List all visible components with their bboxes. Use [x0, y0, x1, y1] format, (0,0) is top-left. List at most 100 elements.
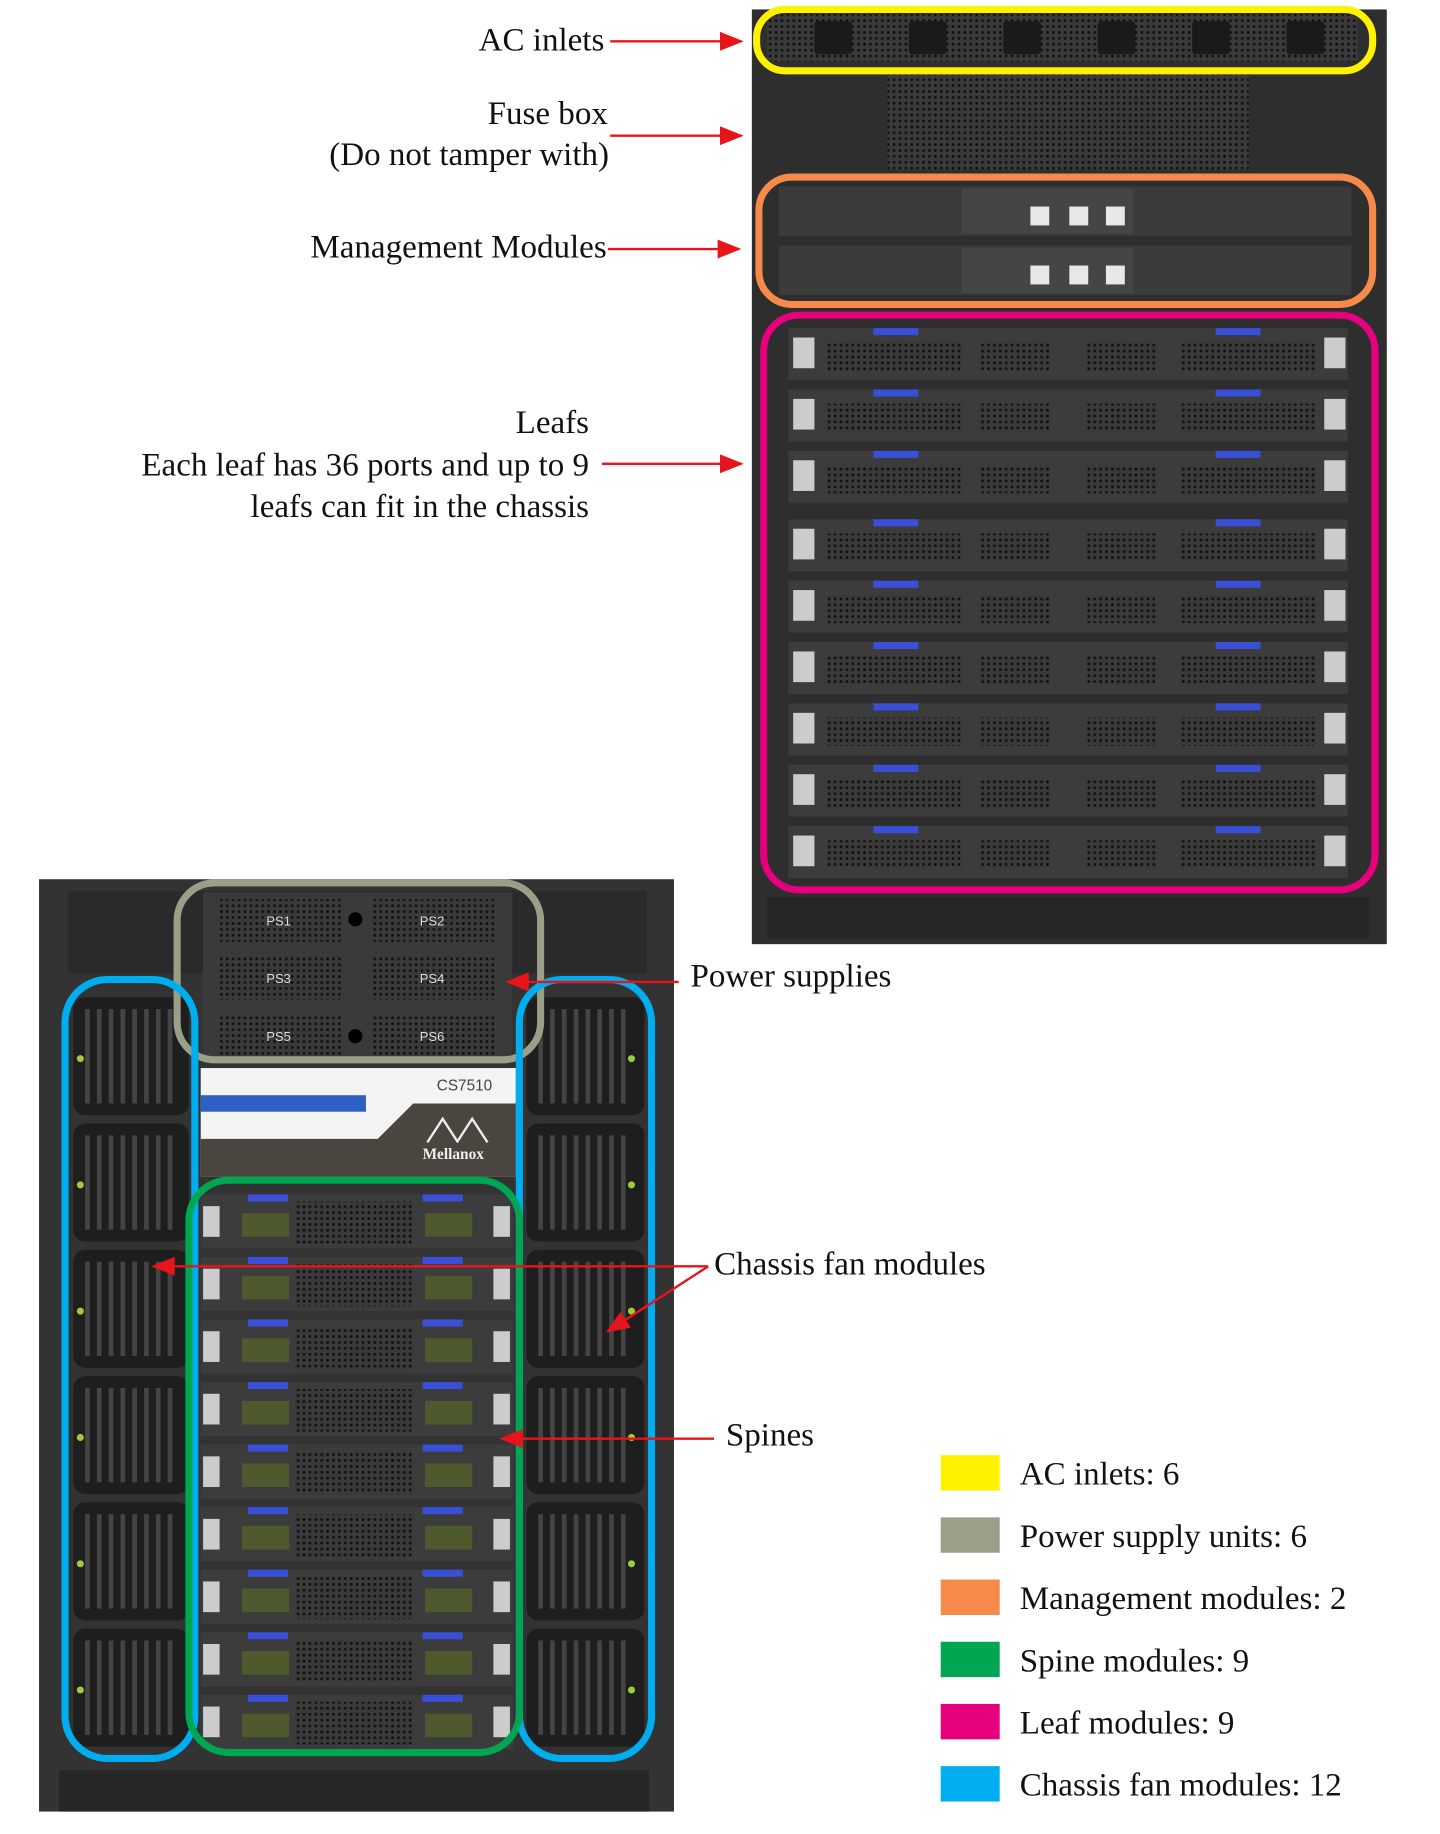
power-supply-unit — [217, 1014, 342, 1058]
spine-modules-outline — [185, 1176, 523, 1757]
fan-led — [76, 1055, 84, 1063]
legend-swatch — [940, 1703, 1000, 1740]
chassis-fan-module — [526, 1376, 645, 1495]
management-port — [1105, 265, 1125, 285]
ac-inlet-socket — [908, 21, 947, 55]
spine-module — [200, 1507, 514, 1562]
callouts: AC inlets Fuse box (Do not tamper with) … — [141, 23, 985, 1454]
model-label: CS7510 — [437, 1077, 492, 1094]
chassis-fans-label: Chassis fan modules — [714, 1247, 986, 1283]
legend-item: Leaf modules: 9 — [940, 1703, 1235, 1741]
leaf-modules-outline — [760, 311, 1379, 894]
spine-module — [200, 1381, 514, 1437]
management-modules-label: Management Modules — [310, 229, 606, 265]
ac-inlet-socket — [1286, 21, 1325, 55]
leafs-desc-1: Each leaf has 36 ports and up to 9 — [141, 448, 589, 484]
management-port — [1069, 265, 1089, 285]
legend-swatch — [940, 1579, 1000, 1615]
spine-module — [200, 1319, 514, 1374]
mellanox-logo — [426, 1116, 489, 1144]
psu-label: PS1 — [266, 913, 291, 928]
leaf-module — [788, 450, 1348, 503]
fuse-box-label: Fuse box — [488, 96, 609, 132]
chassis-fan-module — [73, 1628, 189, 1747]
management-port — [1030, 265, 1050, 285]
leaf-module — [788, 519, 1348, 572]
ac-inlet-socket — [814, 21, 853, 55]
legend-swatch — [940, 1641, 1000, 1678]
power-supply-unit — [370, 1014, 495, 1058]
chassis-fan-module — [73, 1376, 189, 1495]
legend-swatch — [940, 1517, 1000, 1553]
management-modules-outline — [755, 173, 1377, 309]
ac-inlet-socket — [1192, 21, 1230, 55]
fan-led — [76, 1307, 84, 1315]
fan-led — [76, 1686, 84, 1694]
fan-led — [627, 1055, 636, 1063]
spine-module — [200, 1194, 514, 1249]
leafs-label: Leafs — [516, 405, 589, 441]
chassis-fan-module — [73, 1502, 189, 1621]
leaf-module — [788, 703, 1348, 756]
psu-label: PS4 — [420, 971, 445, 986]
spine-module — [200, 1632, 514, 1687]
fan-led — [627, 1181, 636, 1189]
legend: AC inlets: 6 Power supply units: 6 Managem… — [940, 1455, 1346, 1804]
power-supply-unit — [217, 957, 342, 1000]
chassis-fan-module — [73, 1123, 189, 1242]
legend-swatch — [940, 1766, 1000, 1802]
power-supplies-label: Power supplies — [690, 959, 891, 995]
ac-inlet-socket — [1097, 21, 1136, 55]
legend-swatch — [940, 1455, 1000, 1491]
legend-item: Spine modules: 9 — [940, 1641, 1249, 1679]
legend-label: Leaf modules: 9 — [1020, 1705, 1235, 1741]
legend-item: Power supply units: 6 — [940, 1517, 1307, 1555]
psu-label: PS5 — [266, 1029, 291, 1044]
chassis-fan-module — [526, 1123, 645, 1242]
fan-led — [76, 1560, 84, 1568]
chassis-fan-module — [73, 1249, 189, 1368]
management-modules — [1030, 206, 1125, 285]
legend-item: Management modules: 2 — [940, 1579, 1346, 1617]
fan-led — [76, 1433, 84, 1441]
legend-label: Spine modules: 9 — [1020, 1643, 1249, 1679]
power-supply-unit — [370, 957, 495, 1000]
fan-led — [76, 1181, 84, 1189]
ac-inlets-label: AC inlets — [479, 23, 605, 59]
spine-module — [200, 1256, 514, 1312]
chassis-fan-module — [73, 997, 189, 1116]
fan-led — [627, 1560, 636, 1568]
legend-item: Chassis fan modules: 12 — [940, 1766, 1342, 1804]
chassis-fan-module — [526, 1628, 645, 1747]
leaf-module — [788, 389, 1348, 442]
leaf-module — [788, 764, 1348, 817]
leaf-module — [788, 642, 1348, 694]
management-port — [1105, 206, 1125, 226]
power-supply-unit — [217, 899, 342, 942]
psu-outline — [173, 879, 545, 1064]
ac-inlet-socket — [1003, 21, 1042, 55]
rear-chassis — [751, 5, 1387, 945]
management-port — [1069, 206, 1089, 226]
psu-label: PS3 — [266, 971, 291, 986]
leaf-module — [788, 580, 1348, 633]
psu-label: PS2 — [420, 913, 445, 928]
ac-inlets-outline — [753, 5, 1377, 75]
management-port — [1030, 206, 1050, 226]
spine-module — [200, 1444, 514, 1499]
left-fans-outline — [61, 976, 199, 1763]
brand-label: Mellanox — [423, 1146, 485, 1163]
leaf-module — [788, 826, 1348, 879]
legend-item: AC inlets: 6 — [940, 1455, 1180, 1493]
legend-label: AC inlets: 6 — [1020, 1457, 1180, 1493]
fuse-box-note: (Do not tamper with) — [329, 137, 609, 173]
legend-label: Chassis fan modules: 12 — [1020, 1768, 1342, 1804]
leafs-desc-2: leafs can fit in the chassis — [251, 489, 589, 525]
psu-label: PS6 — [420, 1029, 445, 1044]
spine-module — [200, 1694, 514, 1750]
leaf-module — [788, 328, 1348, 381]
chassis-fan-module — [526, 997, 645, 1116]
chassis-fan-module — [526, 1502, 645, 1621]
